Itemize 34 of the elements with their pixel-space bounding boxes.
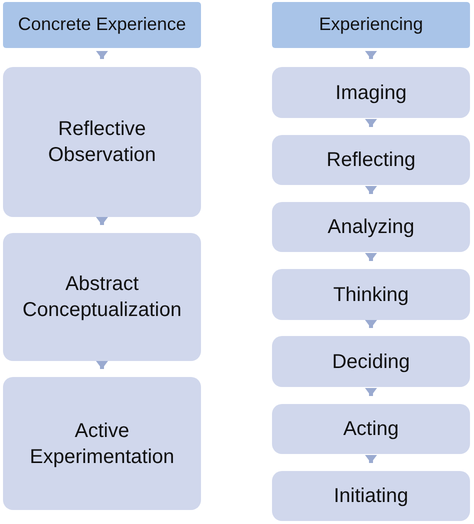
process-box bbox=[272, 269, 470, 320]
arrow bbox=[96, 361, 108, 369]
process-box bbox=[272, 336, 470, 387]
arrow bbox=[365, 455, 377, 463]
process-box bbox=[272, 404, 470, 454]
arrow bbox=[365, 186, 377, 194]
arrow bbox=[365, 320, 377, 328]
process-box bbox=[3, 233, 201, 361]
box-label: Concrete Experience bbox=[18, 13, 186, 36]
header-box bbox=[272, 2, 470, 48]
box-label: Abstract Conceptualization bbox=[22, 272, 182, 323]
box-label: Analyzing bbox=[328, 215, 414, 240]
process-box bbox=[272, 202, 470, 252]
box-label: Thinking bbox=[333, 282, 409, 308]
arrow bbox=[365, 51, 377, 59]
box-label: Initiating bbox=[334, 484, 408, 509]
box-label: Imaging bbox=[335, 80, 407, 106]
process-box bbox=[3, 67, 201, 217]
arrow bbox=[365, 388, 377, 396]
header-box bbox=[3, 2, 201, 48]
arrow bbox=[96, 217, 108, 225]
box-label: Acting bbox=[343, 417, 399, 442]
box-label: Reflective Observation bbox=[47, 117, 157, 168]
process-box bbox=[272, 135, 470, 185]
arrow bbox=[365, 253, 377, 261]
box-label: Deciding bbox=[332, 350, 410, 374]
arrow bbox=[96, 51, 108, 59]
process-box bbox=[272, 67, 470, 118]
box-label: Experiencing bbox=[318, 13, 424, 36]
process-box bbox=[272, 471, 470, 521]
process-box bbox=[3, 377, 201, 510]
box-label: Active Experimentation bbox=[28, 418, 176, 470]
box-label: Reflecting bbox=[326, 148, 416, 173]
arrow bbox=[365, 119, 377, 127]
